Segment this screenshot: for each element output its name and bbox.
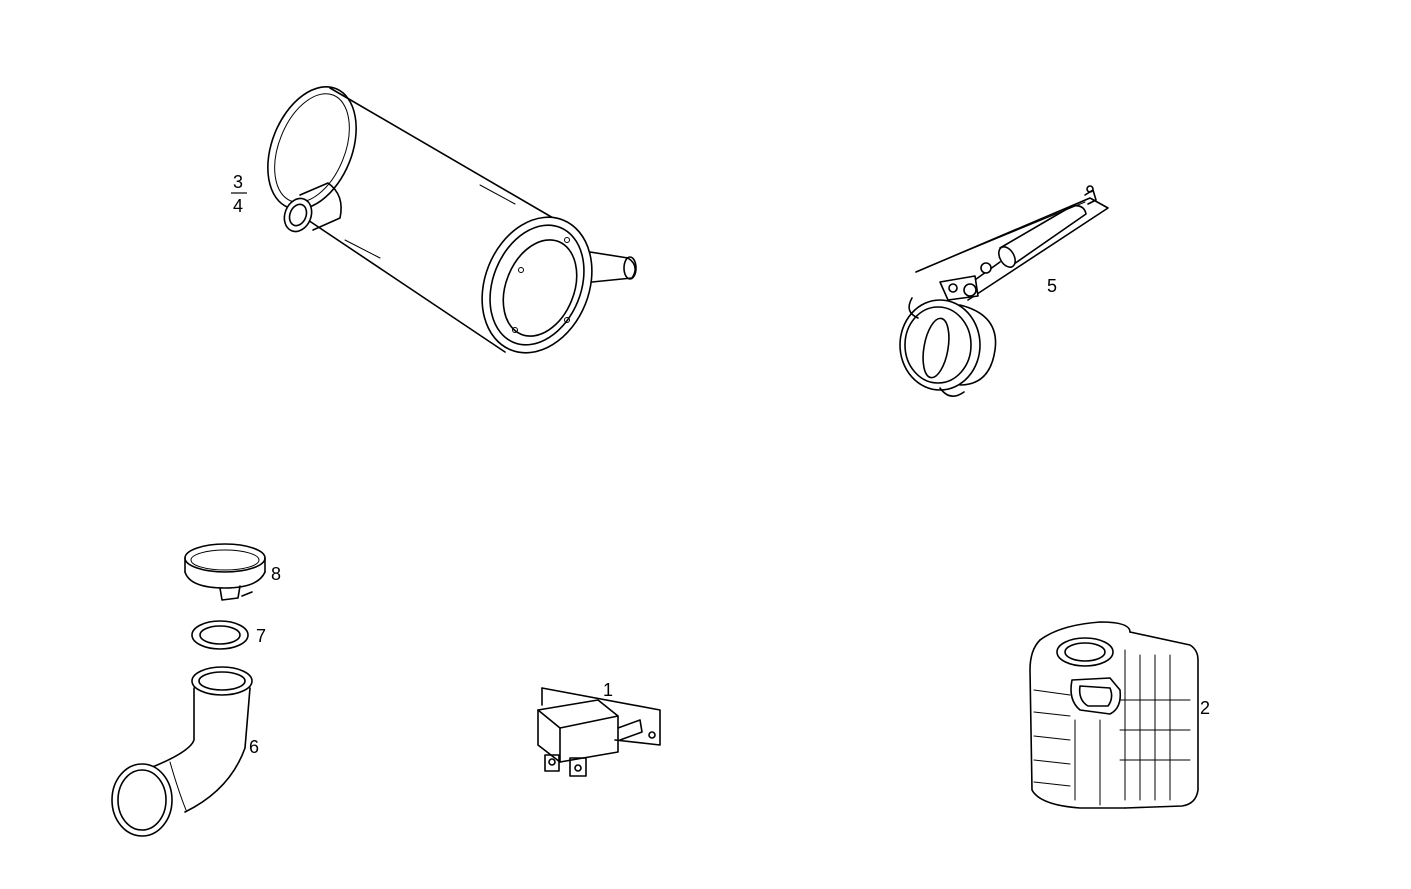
gasket-ring [191, 620, 249, 650]
callout-3: 3 [233, 172, 243, 192]
hose-clamp [184, 543, 266, 601]
callout-5: 5 [1047, 276, 1057, 296]
callout-2: 2 [1200, 698, 1210, 718]
elbow-pipe [111, 666, 253, 837]
relay-unit [537, 687, 661, 777]
muffler [267, 85, 637, 354]
air-filter [1029, 621, 1199, 809]
callout-8: 8 [271, 564, 281, 584]
callout-7: 7 [256, 626, 266, 646]
callout-3-4: 3 4 [231, 172, 247, 216]
callout-6: 6 [249, 737, 259, 757]
callout-1: 1 [603, 680, 613, 700]
callout-4: 4 [233, 196, 243, 216]
exhaust-brake-valve [899, 185, 1109, 397]
